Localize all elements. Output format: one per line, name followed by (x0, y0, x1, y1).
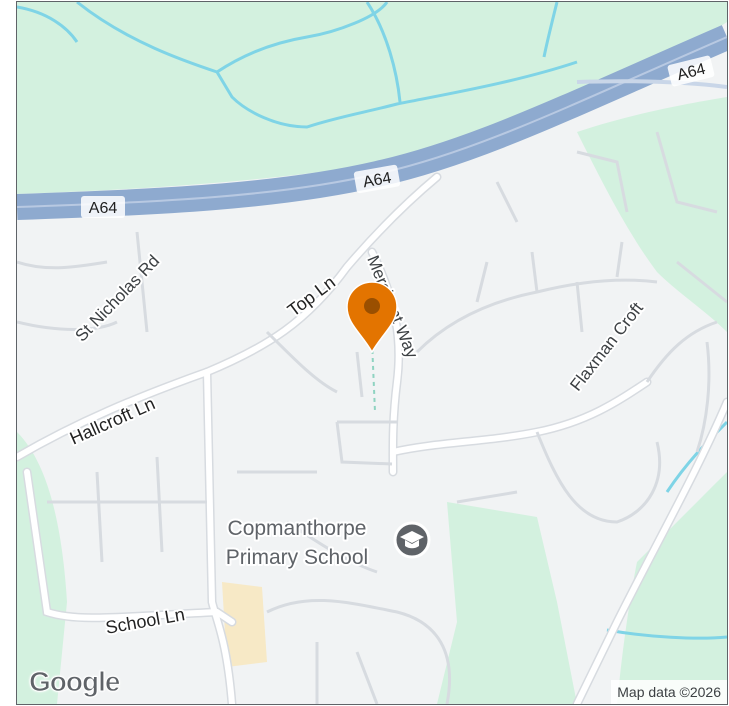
google-logo[interactable]: Google (28, 666, 120, 698)
poi-copmanthorpe-primary-school[interactable]: Copmanthorpe Primary School (224, 515, 431, 571)
green-area-north (17, 2, 727, 194)
map-viewport[interactable]: A64 A64 A64 Top Ln Hallcroft Ln St Nicho… (16, 1, 728, 705)
poi-name-line1: Copmanthorpe (228, 517, 367, 540)
road-label-flaxman-croft: Flaxman Croft (566, 299, 647, 395)
a64-label-west: A64 (81, 196, 125, 218)
sand-area (222, 582, 267, 667)
map-canvas[interactable]: A64 A64 A64 Top Ln Hallcroft Ln St Nicho… (17, 2, 727, 704)
minor-roads (17, 131, 727, 704)
map-attribution[interactable]: Map data ©2026 (611, 680, 727, 704)
footpath (371, 341, 376, 413)
school-icon (393, 521, 431, 559)
green-area-east (577, 97, 727, 332)
green-area-school (437, 502, 577, 704)
a64-label-middle: A64 (353, 164, 401, 194)
poi-name-line2: Primary School (226, 546, 368, 569)
svg-text:A64: A64 (675, 61, 707, 84)
svg-text:A64: A64 (89, 200, 118, 217)
water-lines (17, 2, 727, 640)
major-roads-fill (17, 174, 727, 704)
svg-text:A64: A64 (362, 170, 393, 192)
map-pin-icon[interactable] (346, 281, 398, 354)
green-area-southeast (617, 472, 727, 704)
a64-label-east: A64 (667, 55, 715, 87)
road-label-school-ln: School Ln (104, 604, 186, 638)
